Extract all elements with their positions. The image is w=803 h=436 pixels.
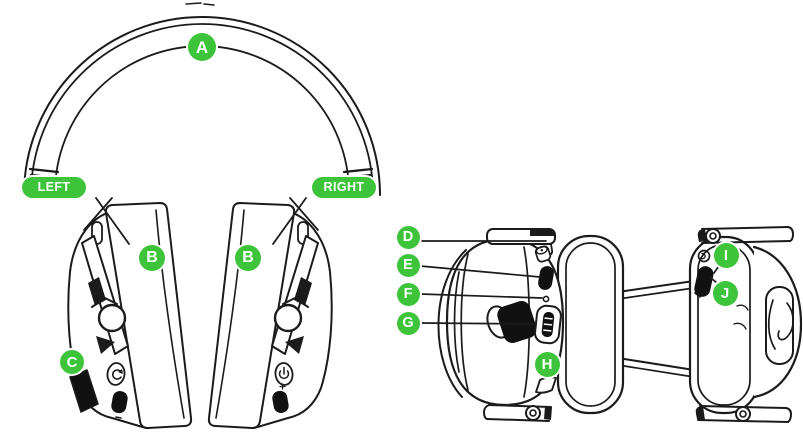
side-strap	[617, 280, 695, 378]
left-earcup-buttons	[106, 362, 128, 419]
mic-boom-base	[486, 301, 537, 343]
leader-e	[419, 265, 541, 278]
side-left-bottom-yoke	[483, 404, 552, 422]
leader-lines	[419, 240, 722, 325]
side-left-earcup	[437, 228, 625, 422]
smartswitch-button	[697, 249, 711, 263]
left-fork	[81, 197, 130, 355]
mic-jack	[534, 245, 552, 263]
callout-d: D	[396, 225, 420, 249]
mute-slider	[535, 376, 557, 394]
mic-roller	[694, 266, 714, 297]
callout-b-right-earcup: B	[235, 245, 261, 271]
right-fork	[271, 197, 319, 355]
right-earcup-front	[207, 202, 333, 429]
callout-f: F	[396, 282, 420, 306]
leader-f	[419, 293, 543, 299]
callout-e: E	[396, 253, 420, 277]
callout-a-headband: A	[188, 33, 216, 61]
tag-right: RIGHT	[312, 176, 376, 198]
power-button	[538, 266, 554, 290]
headband-arc	[23, 2, 381, 196]
detachable-mic-blade	[69, 369, 99, 413]
callout-g: G	[396, 311, 420, 335]
volume-wheel	[534, 304, 562, 345]
side-right-bottom-yoke	[695, 405, 792, 423]
callout-h: H	[534, 351, 560, 377]
side-right-top-yoke	[697, 226, 794, 244]
callout-j: J	[712, 280, 738, 306]
callout-i: I	[713, 242, 739, 268]
yoke-clip	[765, 286, 794, 365]
side-right-earcup	[688, 226, 803, 423]
tag-left: LEFT	[22, 176, 86, 198]
right-earcup-buttons	[272, 362, 294, 413]
status-led	[542, 295, 550, 303]
callout-c-mic: C	[60, 350, 84, 374]
leader-g	[419, 322, 537, 325]
callout-b-left-earcup: B	[139, 245, 165, 271]
